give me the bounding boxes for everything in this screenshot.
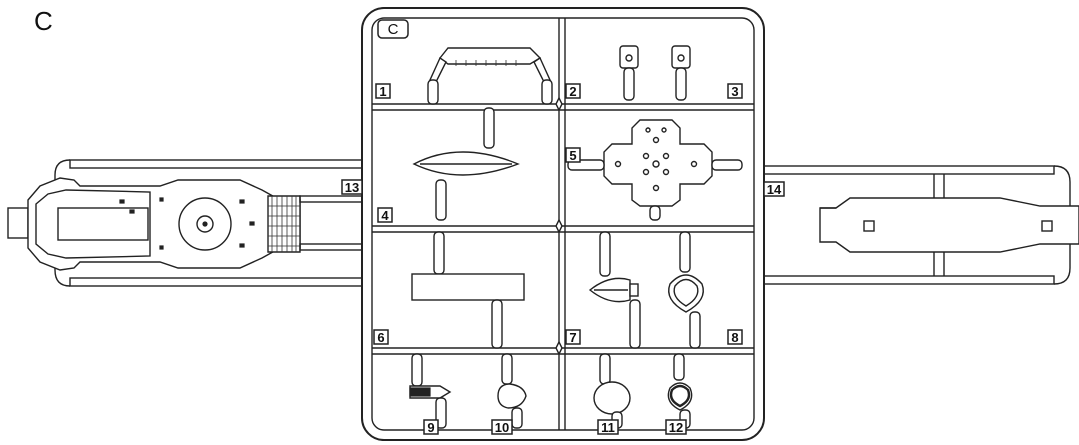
- part-number-13: 13: [341, 179, 363, 195]
- part-number-11: 11: [597, 419, 619, 435]
- part-number-6: 6: [373, 329, 389, 345]
- part-number-text: 9: [427, 420, 434, 435]
- sprue-tag-label: C: [388, 21, 399, 38]
- part-number-text: 3: [731, 84, 738, 99]
- part-5-cross-plate: [567, 119, 743, 221]
- part-number-text: 10: [495, 420, 509, 435]
- part-number-2: 2: [565, 83, 581, 99]
- part-8-ring: [668, 231, 704, 349]
- part-4-hull: [412, 107, 520, 221]
- part-number-text: 12: [669, 420, 683, 435]
- part-number-text: 2: [569, 84, 576, 99]
- part-number-8: 8: [727, 329, 743, 345]
- part-10-teardrop: [497, 353, 527, 429]
- part-number-text: 14: [767, 182, 782, 197]
- part-number-14: 14: [763, 181, 785, 197]
- part-number-10: 10: [491, 419, 513, 435]
- part-6-plate: [411, 231, 525, 349]
- part-number-7: 7: [565, 329, 581, 345]
- part-number-text: 13: [345, 180, 359, 195]
- part-number-text: 5: [569, 148, 576, 163]
- part-9-propeller: [409, 353, 452, 429]
- part-number-5: 5: [565, 147, 581, 163]
- part-2-3-brackets: [619, 45, 691, 101]
- part-number-3: 3: [727, 83, 743, 99]
- part-number-text: 7: [569, 330, 576, 345]
- part-number-9: 9: [423, 419, 439, 435]
- sprue-tag: C: [377, 19, 409, 39]
- hull-part-14: [819, 197, 1079, 253]
- part-number-12: 12: [665, 419, 687, 435]
- part-11-oval: [593, 353, 631, 429]
- part-number-text: 1: [379, 84, 386, 99]
- part-number-text: 4: [381, 208, 389, 223]
- part-1-cradle: [427, 47, 553, 105]
- part-12-ring: [667, 353, 693, 429]
- part-number-text: 8: [731, 330, 738, 345]
- sprue-frame: [361, 7, 765, 441]
- hull-part-13: [7, 177, 363, 271]
- part-number-text: 11: [601, 420, 615, 435]
- part-7-nose: [588, 231, 641, 349]
- sheet-letter: C: [34, 6, 53, 36]
- part-number-1: 1: [375, 83, 391, 99]
- part-number-text: 6: [377, 330, 384, 345]
- part-number-4: 4: [377, 207, 393, 223]
